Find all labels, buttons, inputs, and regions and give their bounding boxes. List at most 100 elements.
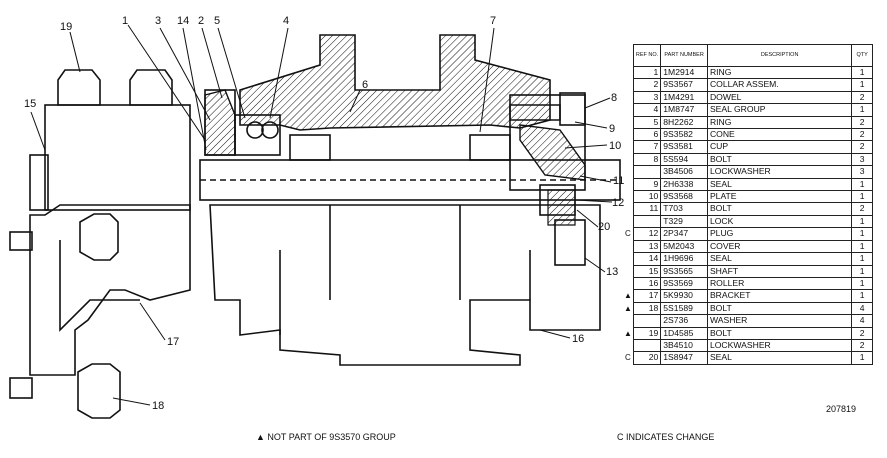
row-description: SEAL GROUP xyxy=(706,103,853,117)
row-ref-number: 18 xyxy=(632,301,662,316)
row-ref-number: 9 xyxy=(632,177,662,192)
callout-18: 18 xyxy=(152,400,164,412)
row-part-number: 1H9696 xyxy=(660,252,708,266)
row-description: SEAL xyxy=(706,177,853,192)
row-change-mark xyxy=(623,265,634,278)
callout-19: 19 xyxy=(60,21,72,33)
row-part-number: 1D4585 xyxy=(660,326,708,340)
drawing-number: 207819 xyxy=(826,404,857,414)
row-part-number: 3B4510 xyxy=(660,338,708,353)
change-note: C INDICATES CHANGE xyxy=(617,432,715,442)
row-part-number: 9S3568 xyxy=(660,190,708,204)
row-change-mark xyxy=(623,165,634,179)
bracket-rib xyxy=(59,240,140,332)
callout-10: 10 xyxy=(609,140,621,152)
row-description: SEAL xyxy=(706,351,853,365)
row-part-number: 1S8947 xyxy=(660,351,708,365)
row-part-number: 2S736 xyxy=(660,314,708,328)
callout-15: 15 xyxy=(24,98,36,110)
callout-16: 16 xyxy=(572,333,584,345)
row-quantity: 1 xyxy=(851,276,873,291)
row-ref-number: 7 xyxy=(632,140,662,154)
row-description: COLLAR ASSEM. xyxy=(706,78,853,92)
bolt-head-19-right xyxy=(129,69,173,106)
row-description: CONE xyxy=(706,128,853,142)
row-change-mark: ▲ xyxy=(623,327,634,340)
row-quantity: 1 xyxy=(851,289,873,303)
callout-3: 3 xyxy=(155,15,161,27)
row-change-mark: C xyxy=(623,227,634,241)
row-part-number: 2P347 xyxy=(660,227,708,241)
row-quantity: 2 xyxy=(851,90,873,105)
bolt-head-lower xyxy=(79,213,119,261)
row-quantity: 1 xyxy=(851,177,873,192)
row-quantity: 2 xyxy=(851,115,873,130)
row-change-mark xyxy=(623,252,634,265)
shaft-end-block xyxy=(44,104,191,211)
callout-9: 9 xyxy=(609,123,615,135)
row-quantity: 1 xyxy=(851,351,873,365)
row-ref-number: 5 xyxy=(632,115,662,130)
hub-hatched xyxy=(519,124,586,181)
bracket-stud-upper xyxy=(9,231,33,251)
row-ref-number: 12 xyxy=(632,227,662,241)
row-part-number: 5M2043 xyxy=(660,239,708,254)
row-ref-number: 13 xyxy=(632,239,662,254)
row-part-number: 9S3581 xyxy=(660,140,708,154)
row-ref-number: 4 xyxy=(632,103,662,117)
row-ref-number: 2 xyxy=(632,78,662,92)
row-ref-number xyxy=(632,314,662,328)
row-quantity: 4 xyxy=(851,314,873,328)
not-part-note: ▲ NOT PART OF 9S3570 GROUP xyxy=(256,432,396,442)
row-ref-number: 17 xyxy=(632,289,662,303)
collar-hatched xyxy=(204,89,236,156)
row-change-mark xyxy=(623,190,634,203)
row-description: WASHER xyxy=(706,314,853,328)
callout-6: 6 xyxy=(362,79,368,91)
row-description: BOLT xyxy=(706,152,853,167)
row-description: PLATE xyxy=(706,190,853,204)
header-description: DESCRIPTION xyxy=(706,44,853,67)
bolt-8-head xyxy=(559,92,586,126)
row-ref-number: 10 xyxy=(632,190,662,204)
row-description: BRACKET xyxy=(706,289,853,303)
row-quantity: 2 xyxy=(851,128,873,142)
cover-13 xyxy=(554,219,586,266)
callout-14: 14 xyxy=(177,15,189,27)
row-part-number: T329 xyxy=(660,214,708,229)
bracket-outline xyxy=(29,204,191,376)
row-description: LOCK xyxy=(706,214,853,229)
roller-lower xyxy=(209,204,601,366)
callout-2: 2 xyxy=(198,15,204,27)
row-change-mark xyxy=(623,140,634,154)
row-quantity: 2 xyxy=(851,202,873,216)
row-quantity: 1 xyxy=(851,252,873,266)
row-ref-number xyxy=(632,338,662,353)
header-mark xyxy=(623,45,633,67)
row-ref-number: 3 xyxy=(632,90,662,105)
row-change-mark xyxy=(623,215,634,228)
row-change-mark xyxy=(623,78,634,92)
bolt-head-18 xyxy=(77,363,121,419)
callout-12: 12 xyxy=(612,197,624,209)
row-ref-number: 8 xyxy=(632,152,662,167)
callout-4: 4 xyxy=(283,15,289,27)
row-part-number: 1M8747 xyxy=(660,103,708,117)
row-quantity: 1 xyxy=(851,239,873,254)
